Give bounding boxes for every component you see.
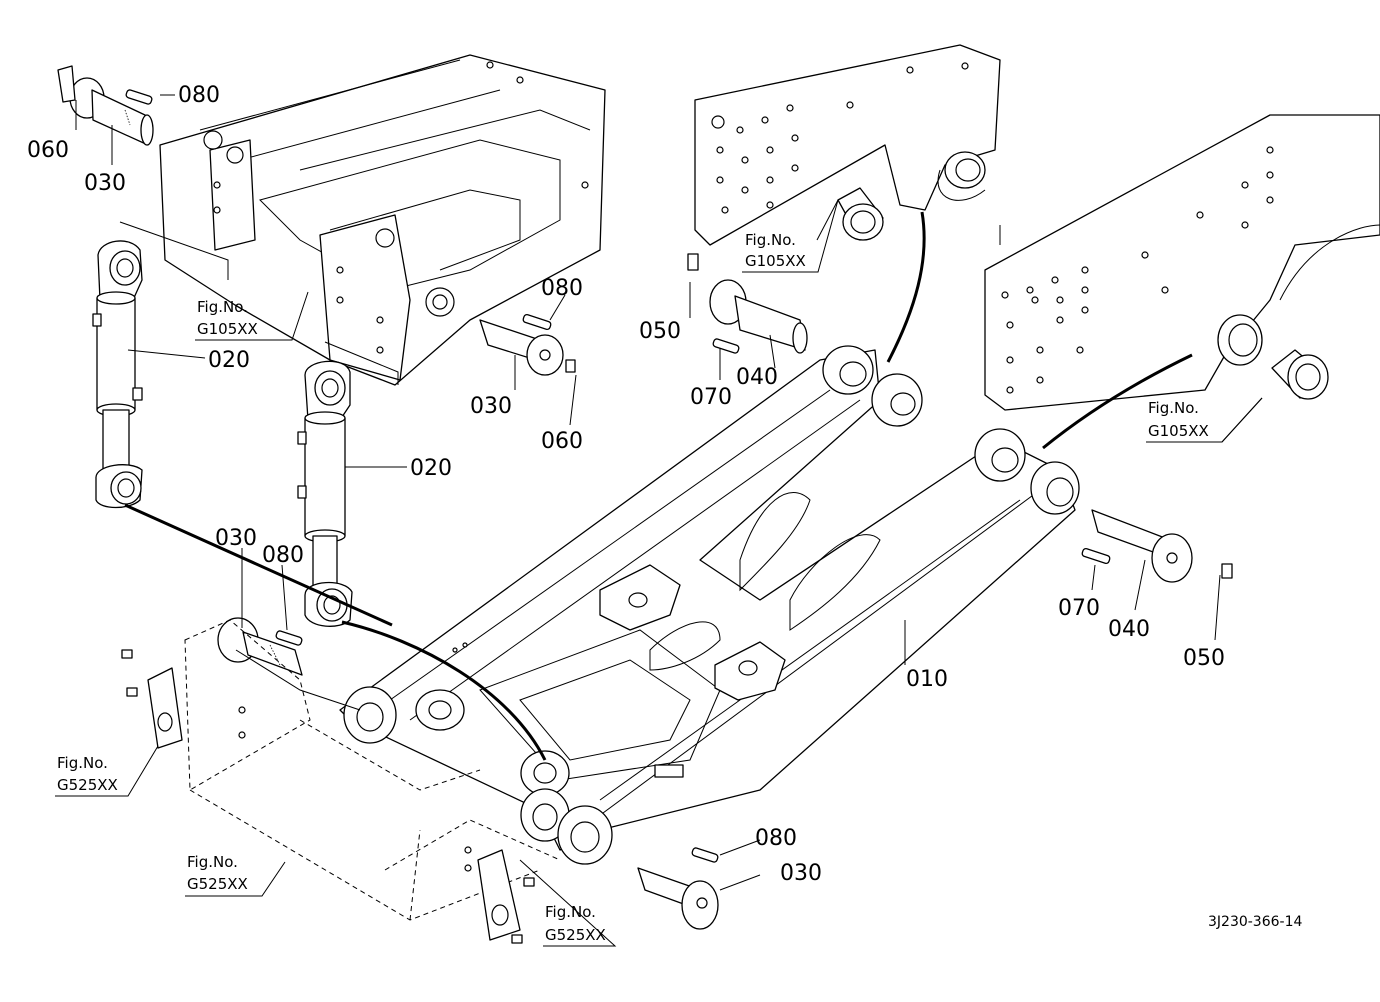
callout-leaders (75, 94, 1221, 891)
callout-040-top: 040 (736, 365, 778, 390)
mounting-plate-center (694, 44, 1001, 246)
callout-070-top: 070 (690, 385, 732, 410)
fig-ref-block-left-code: G525XX (57, 776, 118, 794)
callout-070-right: 070 (1058, 596, 1100, 621)
fig-ref-labels: Fig.No. G105XX Fig.No. G105XX Fig.No. G1… (57, 231, 1209, 944)
drawing-code: 3J230-366-14 (1208, 914, 1302, 930)
mounting-plate-right (984, 114, 1380, 443)
callout-060-center: 060 (541, 429, 583, 454)
callout-labels: 060 030 080 020 020 080 030 060 050 070 … (27, 83, 1225, 886)
fig-ref-frame-left-label: Fig.No. (197, 298, 248, 316)
lift-cylinder-left (92, 240, 143, 509)
callout-080-lower-left: 080 (262, 543, 304, 568)
callout-030-center: 030 (470, 394, 512, 419)
callout-080-top: 080 (178, 83, 220, 108)
transmission-frame (119, 54, 606, 386)
assembly-arrows (124, 211, 1193, 761)
front-axle-subframe (339, 345, 1080, 865)
fig-ref-frame-right-code: G105XX (1148, 422, 1209, 440)
fig-ref-frame-left-code: G105XX (197, 320, 258, 338)
front-weight-block (121, 619, 561, 944)
fig-ref-block-center-label: Fig.No. (187, 853, 238, 871)
callout-030-top: 030 (84, 171, 126, 196)
callout-030-lower-left: 030 (215, 526, 257, 551)
fig-ref-frame-right-label: Fig.No. (1148, 399, 1199, 417)
callout-080-bottom: 080 (755, 826, 797, 851)
callout-050-right: 050 (1183, 646, 1225, 671)
callout-020-mid: 020 (410, 456, 452, 481)
fig-ref-block-left-label: Fig.No. (57, 754, 108, 772)
callout-060-top: 060 (27, 138, 69, 163)
callout-010: 010 (906, 667, 948, 692)
fig-ref-block-bottom-code: G525XX (545, 926, 606, 944)
callout-040-right: 040 (1108, 617, 1150, 642)
callout-020-left: 020 (208, 348, 250, 373)
fig-ref-frame-mid-code: G105XX (745, 252, 806, 270)
fig-ref-frame-mid-label: Fig.No. (745, 231, 796, 249)
pins-and-bolts (57, 65, 1233, 930)
callout-080-center: 080 (541, 276, 583, 301)
fig-ref-block-bottom-label: Fig.No. (545, 903, 596, 921)
fig-ref-block-center-code: G525XX (187, 875, 248, 893)
lift-cylinder-middle (297, 360, 353, 627)
callout-030-bottom: 030 (780, 861, 822, 886)
fig-ref-frames (55, 199, 1263, 947)
callout-050-top: 050 (639, 319, 681, 344)
